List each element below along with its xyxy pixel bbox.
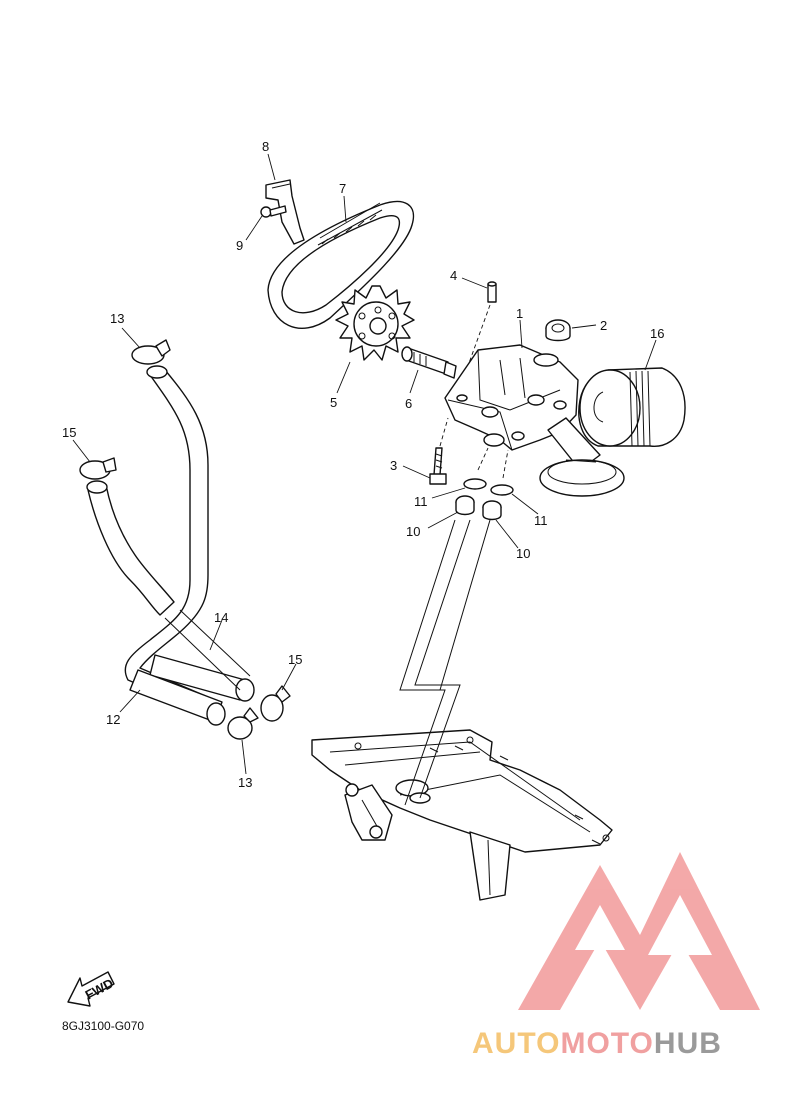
fwd-label: FWD	[83, 975, 116, 1002]
callout-15-upper: 15	[62, 425, 76, 440]
watermark-logo	[518, 852, 760, 1010]
collar-10-left	[455, 495, 475, 516]
o-ring-11-right	[490, 484, 514, 496]
bolt-9	[260, 205, 287, 218]
watermark-moto: MOTO	[560, 1027, 653, 1060]
fwd-arrow-icon: FWD	[67, 971, 116, 1007]
callout-9: 9	[236, 238, 243, 253]
hose-12	[86, 365, 221, 721]
hose-clamp-15-upper	[79, 457, 117, 480]
o-ring-11-left	[463, 478, 487, 490]
watermark-text: AUTOMOTOHUB	[472, 1027, 722, 1060]
watermark-auto: AUTO	[472, 1027, 560, 1060]
callout-11-left: 11	[414, 494, 428, 509]
collar-2	[545, 319, 571, 342]
callout-11-right: 11	[534, 513, 548, 528]
callout-13-upper: 13	[110, 311, 124, 326]
sprocket-5	[335, 285, 415, 361]
svg-text:AUTOMOTOHUB: AUTOMOTOHUB	[472, 1027, 722, 1060]
callout-2: 2	[600, 318, 607, 333]
callout-8: 8	[262, 139, 269, 154]
oil-pump-1	[444, 344, 579, 451]
callout-3: 3	[390, 458, 397, 473]
callout-1: 1	[516, 306, 523, 321]
callout-13-lower: 13	[238, 775, 252, 790]
callout-4: 4	[450, 268, 457, 283]
hose-clamp-15-lower	[260, 685, 291, 722]
oil-filter-16	[578, 367, 686, 447]
oil-strainer-assembly	[311, 729, 613, 901]
leader-lines	[72, 153, 657, 775]
callout-5: 5	[330, 395, 337, 410]
callout-labels: 1 2 3 4 5 6 7 8 9 10 10 11 11 12 13 13 1…	[62, 139, 664, 790]
callout-7: 7	[339, 181, 346, 196]
callout-12: 12	[106, 712, 120, 727]
hose-clamp-13-lower	[227, 707, 259, 740]
callout-15-lower: 15	[288, 652, 302, 667]
watermark-hub: HUB	[654, 1027, 722, 1060]
callout-10-left: 10	[406, 524, 420, 539]
drive-chain-7	[267, 200, 415, 329]
oil-strainer-cup	[539, 417, 625, 497]
oil-pipe-lines	[399, 519, 491, 806]
collar-10-right	[482, 500, 502, 521]
hose-14	[129, 609, 255, 726]
hose-clamp-13-upper	[131, 339, 171, 365]
drawing-code: 8GJ3100-G070	[62, 1019, 144, 1033]
callout-10-right: 10	[516, 546, 530, 561]
callout-6: 6	[405, 396, 412, 411]
pump-shaft-6	[401, 346, 457, 379]
bolt-3	[429, 417, 449, 485]
callout-16: 16	[650, 326, 664, 341]
callout-14: 14	[214, 610, 228, 625]
